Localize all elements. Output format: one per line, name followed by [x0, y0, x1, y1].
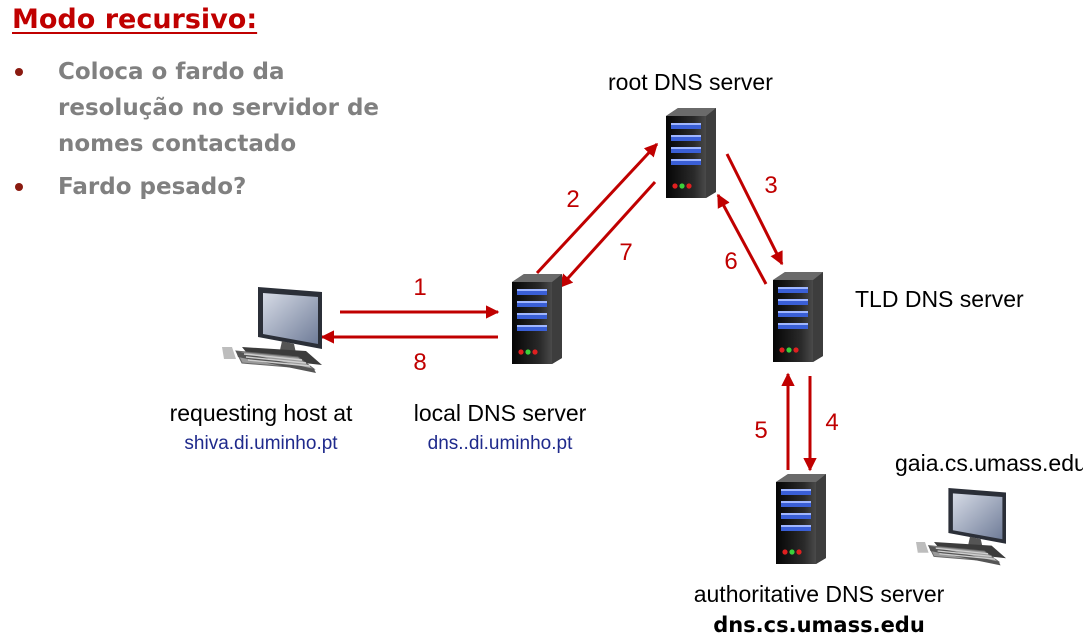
local-server-address: dns..di.uminho.pt — [427, 433, 573, 454]
gaia-computer-icon — [915, 487, 1007, 567]
slide-title: Modo recursivo: — [12, 4, 258, 35]
step-6: 6 — [724, 248, 738, 275]
tld-server-icon — [773, 272, 823, 362]
tld-server-label: TLD DNS server — [855, 286, 1024, 312]
local-server-icon — [512, 274, 562, 364]
bullet-item: Coloca o fardo da resolução no servidor … — [14, 54, 394, 162]
requesting-host-address: shiva.di.uminho.pt — [184, 433, 338, 454]
step-3: 3 — [764, 172, 778, 199]
step-5: 5 — [754, 417, 768, 444]
requesting-host-label: requesting host at — [169, 400, 353, 426]
step-1: 1 — [413, 274, 427, 301]
requesting-host-computer-icon — [221, 286, 323, 374]
step-4: 4 — [825, 409, 839, 436]
root-server-label: root DNS server — [608, 69, 773, 95]
authoritative-server-label: authoritative DNS server — [693, 581, 945, 607]
bullet-list: Coloca o fardo da resolução no servidor … — [14, 54, 394, 212]
arrow-7 — [558, 180, 657, 289]
arrow-6 — [716, 193, 768, 285]
step-8: 8 — [413, 349, 427, 376]
gaia-host-label: gaia.cs.umass.edu — [895, 450, 1083, 476]
root-server-icon — [666, 108, 716, 198]
step-7: 7 — [619, 239, 633, 266]
arrow-2 — [535, 142, 659, 275]
local-server-label: local DNS server — [413, 400, 587, 426]
arrow-3 — [725, 153, 784, 266]
step-2: 2 — [566, 186, 580, 213]
authoritative-server-address: dns.cs.umass.edu — [713, 613, 925, 637]
bullet-item: Fardo pesado? — [14, 169, 394, 205]
authoritative-server-icon — [776, 474, 826, 564]
